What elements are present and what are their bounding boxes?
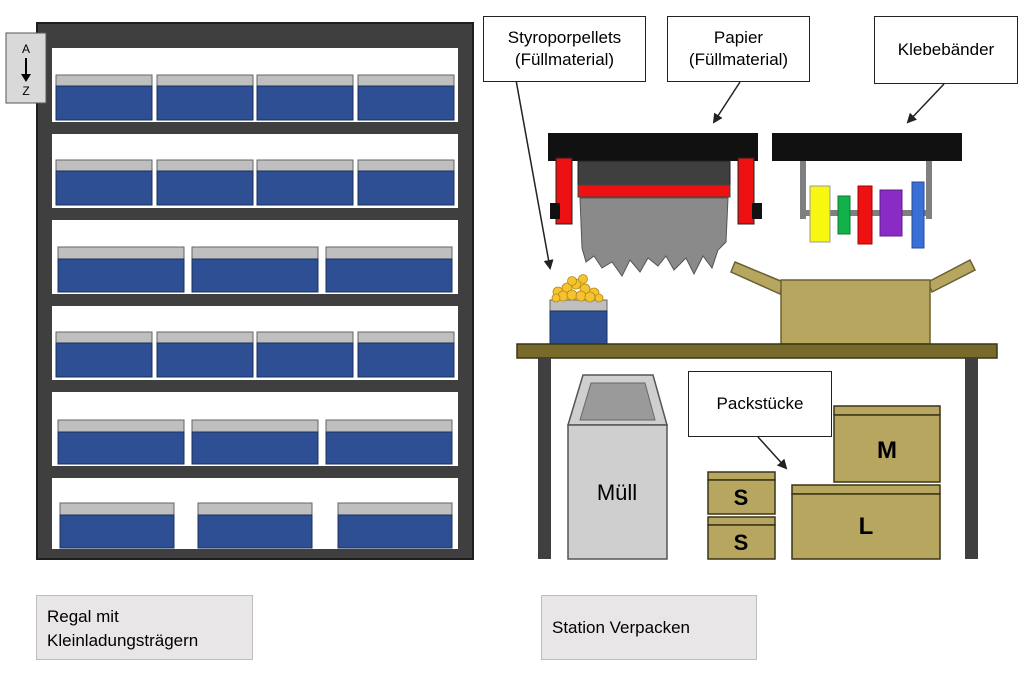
storage-bin bbox=[57, 246, 185, 293]
shelf-row-2 bbox=[55, 159, 455, 206]
label-packages: Packstücke bbox=[688, 371, 832, 437]
storage-bin bbox=[156, 74, 254, 121]
label-styrofoam-line1: Styroporpellets bbox=[507, 28, 622, 47]
sort-az-tag: A Z bbox=[5, 32, 47, 104]
package-m-label: M bbox=[877, 437, 897, 464]
sort-tag-bottom: Z bbox=[22, 84, 29, 98]
tape-roll-red bbox=[857, 185, 873, 245]
trash-bin bbox=[566, 374, 668, 560]
shelf-row-4 bbox=[55, 331, 455, 378]
label-tapes: Klebebänder bbox=[874, 16, 1018, 84]
package-l-label: L bbox=[859, 513, 874, 540]
storage-bin bbox=[197, 502, 313, 549]
trash-bin-label: Müll bbox=[597, 480, 637, 505]
storage-bin bbox=[337, 502, 453, 549]
storage-bin bbox=[156, 159, 254, 206]
caption-shelf-line2: Kleinladungsträgern bbox=[47, 631, 199, 650]
tape-holder bbox=[772, 133, 962, 249]
package-s-top bbox=[707, 471, 776, 515]
packing-table bbox=[516, 343, 998, 559]
storage-bin bbox=[55, 159, 153, 206]
label-paper-line2: (Füllmaterial) bbox=[688, 50, 789, 69]
package-s-top-label: S bbox=[734, 485, 749, 510]
storage-bin bbox=[357, 159, 455, 206]
caption-shelf: Regal mit Kleinladungsträgern bbox=[36, 595, 253, 660]
storage-bin bbox=[55, 331, 153, 378]
storage-bin bbox=[59, 502, 175, 549]
package-s-bottom bbox=[707, 516, 776, 560]
sort-tag-top: A bbox=[22, 42, 30, 56]
package-l bbox=[791, 484, 941, 560]
tape-roll-yellow bbox=[809, 185, 831, 243]
label-tapes-text: Klebebänder bbox=[897, 40, 995, 59]
storage-bin bbox=[156, 331, 254, 378]
storage-bin bbox=[357, 74, 455, 121]
label-paper-line1: Papier bbox=[713, 28, 764, 47]
shelf-row-5 bbox=[57, 419, 453, 465]
shelf-row-3 bbox=[57, 246, 453, 293]
tape-roll-blue bbox=[911, 181, 925, 249]
tape-roll-green bbox=[837, 195, 851, 235]
caption-packing-station: Station Verpacken bbox=[541, 595, 757, 660]
open-shipping-box bbox=[730, 258, 977, 345]
storage-bin bbox=[256, 74, 354, 121]
storage-bin bbox=[325, 419, 453, 465]
storage-bin bbox=[357, 331, 455, 378]
caption-packing-station-text: Station Verpacken bbox=[552, 617, 690, 637]
caption-shelf-line1: Regal mit bbox=[47, 607, 119, 626]
shelf-row-6 bbox=[59, 502, 453, 549]
label-paper: Papier (Füllmaterial) bbox=[667, 16, 810, 82]
storage-bin bbox=[256, 159, 354, 206]
label-packages-text: Packstücke bbox=[716, 394, 804, 413]
storage-bin bbox=[57, 419, 185, 465]
storage-bin bbox=[325, 246, 453, 293]
storage-bin bbox=[191, 419, 319, 465]
package-s-bottom-label: S bbox=[734, 530, 749, 555]
label-styrofoam-line2: (Füllmaterial) bbox=[514, 50, 615, 69]
tape-roll-purple bbox=[879, 189, 903, 237]
storage-bin bbox=[191, 246, 319, 293]
styrofoam-pellet-bin bbox=[549, 274, 608, 346]
callout-arrows bbox=[515, 79, 945, 470]
storage-bin bbox=[55, 74, 153, 121]
package-m bbox=[833, 405, 941, 483]
paper-dispenser bbox=[548, 133, 762, 277]
shelf-row-1 bbox=[55, 74, 455, 121]
sort-down-arrowhead-icon bbox=[21, 74, 31, 82]
storage-bin bbox=[256, 331, 354, 378]
label-styrofoam-pellets: Styroporpellets (Füllmaterial) bbox=[483, 16, 646, 82]
